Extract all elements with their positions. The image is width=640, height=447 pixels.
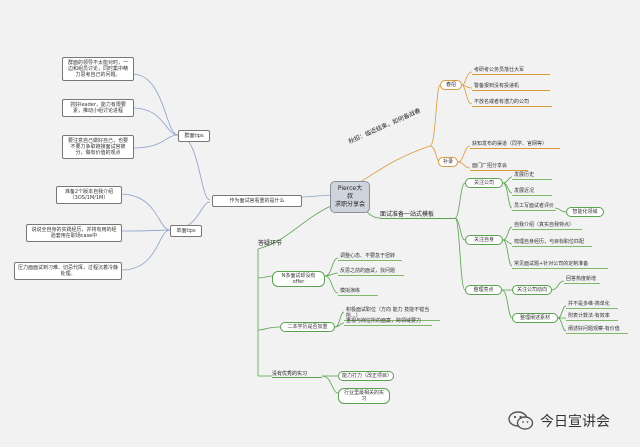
bulu-item-2[interactable]: 面门厂招分享会 [470, 163, 528, 171]
material-sub[interactable]: 整理阐述素材 [512, 313, 558, 323]
wechat-icon [508, 411, 534, 430]
q3-item-1[interactable]: 能力打力（改正项目） [338, 371, 394, 381]
left-main-node[interactable]: 作为面试官看重的是什么 [212, 195, 302, 207]
single-tips-node[interactable]: 单面tips [170, 225, 202, 237]
q2-node[interactable]: 二本学历是否加重 [280, 322, 335, 332]
single-item-2[interactable]: 说说全自身的实践经历，并将有用的经验套用在职场case中 [26, 224, 122, 242]
chun-branch[interactable]: 春招 [440, 80, 462, 90]
single-item-1[interactable]: 准备2个版本自我介绍（3OS/1M/1M） [56, 186, 122, 204]
bottom-main[interactable]: 答疑环节 [258, 240, 283, 247]
trend-item-1[interactable]: 回答热度新增 [564, 276, 600, 284]
company-branch[interactable]: 关注公司 [465, 178, 503, 188]
single-item-3[interactable]: 压力面面试到刁难、切忌代挥，过程沉着冷静处理。 [14, 262, 122, 280]
center-node[interactable]: Pierce大叔 求职分享会 [330, 181, 370, 213]
q2-item-1[interactable]: 积极面试职位（方向 能力 技能不错当所...） [344, 307, 440, 321]
bulu-branch[interactable]: 补录 [438, 157, 458, 167]
mid-right-main[interactable]: 面试准备一站式模板 [380, 212, 455, 219]
q2-item-2[interactable]: 重视与岗位所的面案，跨领域要力 [344, 318, 432, 326]
center-line1: Pierce大叔 [337, 185, 363, 200]
trend-sub[interactable]: 关注公司动向 [512, 285, 552, 295]
company-item-1[interactable]: 发展历史 [512, 172, 552, 180]
q1-item-1[interactable]: 调整心态、不要急于扭转 [338, 253, 402, 261]
material-item-3[interactable]: 阐述好问题观察-有价值 [566, 326, 628, 334]
material-item-2[interactable]: 附表计数法-有效率 [566, 313, 618, 321]
group-item-1[interactable]: 群面的领导不太能对时，一边和组员讨论，同时集中精力思考自己的问题。 [62, 57, 134, 81]
q3-node[interactable]: 没有优秀的实习 [272, 371, 322, 378]
watermark-text: 今日宣讲会 [540, 414, 610, 430]
self-item-1[interactable]: 自我介绍（真实自我特点） [512, 222, 582, 230]
group-tips-node[interactable]: 群面tips [178, 130, 210, 142]
group-item-3[interactable]: 要注意自己做好自己，也要不要力争取链接面试官被分，做有价值的观点 [62, 135, 134, 159]
self-item-3[interactable]: 常见面试题+针对公司的定制准备 [512, 261, 608, 269]
chun-item-1[interactable]: 考研考公务员落仕大军 [472, 67, 550, 75]
company-item-2[interactable]: 发展近况 [512, 188, 552, 196]
material-item-1[interactable]: 并不是多维-简单化 [566, 301, 618, 309]
highlight-branch[interactable]: 整理亮点 [465, 285, 502, 295]
self-item-2[interactable]: 梳理自身经历，与目标职位匹配 [512, 239, 592, 247]
company-item-3[interactable]: 员工写面试者评价 [512, 203, 556, 211]
q1-node[interactable]: N多面试却没有offer [272, 271, 325, 287]
chun-item-3[interactable]: 不放名或者有潜力的公司 [472, 99, 552, 107]
bulu-item-1[interactable]: 获知发布的渠道（同学、官网等） [470, 141, 560, 149]
watermark: 今日宣讲会 [508, 410, 610, 432]
q1-item-3[interactable]: 模拟演练 [338, 288, 378, 296]
center-line2: 求职分享会 [335, 201, 366, 208]
q3-item-2[interactable]: 行业里最相关的实习 [338, 388, 390, 404]
self-branch[interactable]: 关注自身 [465, 235, 503, 245]
chun-item-2[interactable]: 警备报到没有投递机 [472, 83, 550, 91]
company-tag[interactable]: 智能化领域 [566, 207, 604, 217]
group-item-2[interactable]: 抓好leader，能力有限要素，推动小组讨论进程 [62, 99, 134, 117]
q1-item-2[interactable]: 反思之前的面试，找问题 [338, 268, 404, 276]
